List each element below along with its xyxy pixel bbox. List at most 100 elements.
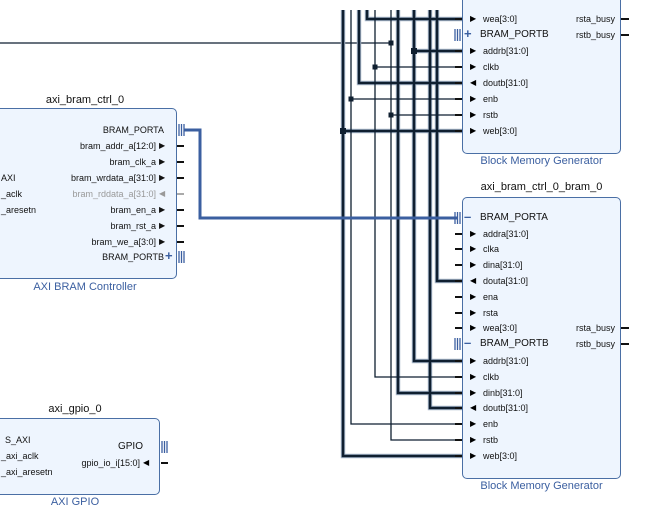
input-arrow-icon: ▶ [470,292,477,301]
bram-ctrl-pin[interactable]: BRAM_PORTA [102,125,164,135]
bram-top-pin[interactable]: rstb [483,110,499,120]
bram-ctrl-pin[interactable]: bram_addr_a[12:0] [79,141,156,151]
net-douta[interactable] [435,10,462,283]
input-arrow-icon: ▶ [470,244,477,253]
input-arrow-icon: ▶ [470,229,477,238]
net-addrb[interactable] [412,10,462,363]
minus-collapse-icon[interactable]: – [464,209,472,224]
input-arrow-icon: ◀ [143,458,150,467]
net-dinb[interactable] [396,10,462,395]
bram-top-pin[interactable]: rstb_busy [575,30,615,40]
input-arrow-icon: ▶ [470,323,477,332]
bram-0-pin[interactable]: wea[3:0] [483,323,518,333]
bram-0-pin[interactable]: rsta [483,308,499,318]
bram-ctrl-pin[interactable]: bram_rddata_a[31:0] [72,189,156,199]
bram-ctrl-pin[interactable]: bram_rst_a [110,221,156,231]
junction-dot [340,128,346,134]
input-arrow-icon: ▶ [470,110,477,119]
bram-ctrl-pin-aresetn[interactable]: _aresetn [1,205,37,215]
output-arrow-icon: ▶ [159,237,166,246]
bram-0-pin[interactable]: dinb[31:0] [483,388,523,398]
bram-0-pin[interactable]: web[3:0] [483,451,518,461]
output-arrow-icon: ▶ [159,205,166,214]
junction-dot [348,96,354,102]
bram-0-pin[interactable]: BRAM_PORTA [480,212,548,223]
bram-ctrl-pin[interactable]: bram_clk_a [109,157,156,167]
bram-ctrl-pin-s-axi[interactable]: AXI [1,173,16,183]
bram-0-pin[interactable]: rstb_busy [575,339,615,349]
input-arrow-icon: ▶ [470,46,477,55]
net-doutb[interactable] [428,10,462,410]
minus-collapse-icon[interactable]: – [464,335,472,350]
gpio-block[interactable]: S_AXI _axi_aclk _axi_aresetn [0,418,160,495]
bram-0-pin[interactable]: clka [483,244,500,254]
bram-top-pin[interactable]: web[3:0] [483,126,518,136]
output-arrow-icon: ▶ [159,157,166,166]
bram-0-pin[interactable]: douta[31:0] [483,276,529,286]
bram-ctrl-block[interactable]: AXI _aclk _aresetn [0,108,177,279]
bram-top-block[interactable] [462,0,621,154]
bram-0-ip-name: Block Memory Generator [480,480,603,492]
net-wea-top[interactable] [365,10,462,21]
input-arrow-icon: ▶ [470,94,477,103]
bram-0-pin[interactable]: rstb [483,435,499,445]
input-arrow-icon: ◀ [159,189,166,198]
net-clkb[interactable] [374,10,462,378]
bram-0-pin[interactable]: BRAM_PORTB [480,338,549,349]
input-arrow-icon: ▶ [470,388,477,397]
gpio-pin-aresetn[interactable]: _axi_aresetn [1,467,53,477]
junction-dot [388,112,394,118]
bram-ctrl-pin-aclk[interactable]: _aclk [1,189,23,199]
input-arrow-icon: ▶ [470,372,477,381]
bram-top-pin[interactable]: BRAM_PORTB [480,29,549,40]
gpio-instance-name: axi_gpio_0 [48,403,102,415]
net-web[interactable] [341,10,462,458]
output-arrow-icon: ◀ [470,403,477,412]
junction-dot [372,64,378,70]
input-arrow-icon: ▶ [470,419,477,428]
gpio-ip-name: AXI GPIO [50,496,100,508]
bram-ctrl-pin[interactable]: bram_wrdata_a[31:0] [70,173,156,183]
junction-dot [411,48,417,54]
bram-0-pin[interactable]: clkb [483,372,500,382]
bram-0-pin[interactable]: dina[31:0] [483,260,523,270]
output-arrow-icon: ▶ [159,141,166,150]
output-arrow-icon: ◀ [470,78,477,87]
plus-expand-icon[interactable]: + [165,248,173,263]
bram-0-instance-name: axi_bram_ctrl_0_bram_0 [480,181,603,193]
bram-0-pin[interactable]: addrb[31:0] [483,356,529,366]
bram-0-pin[interactable]: addra[31:0] [483,229,529,239]
bram-0-pin[interactable]: enb [483,419,499,429]
gpio-pin-aclk[interactable]: _axi_aclk [1,451,39,461]
net-doutb-top[interactable] [357,10,462,85]
input-arrow-icon: ▶ [470,62,477,71]
gpio-pin-s-axi[interactable]: S_AXI [5,435,31,445]
bram-0-block[interactable] [462,197,621,479]
bram-ctrl-instance-name: axi_bram_ctrl_0 [45,94,125,106]
bram-top-ip-name: Block Memory Generator [480,155,603,167]
junction-dot [388,40,394,46]
bram-ctrl-pin[interactable]: BRAM_PORTB [102,252,164,262]
bram-top-pin[interactable]: clkb [483,62,500,72]
input-arrow-icon: ▶ [470,126,477,135]
bram-0-pin[interactable]: rsta_busy [575,323,615,333]
plus-expand-icon[interactable]: + [464,26,472,41]
net-rstb[interactable] [390,10,462,441]
bram-top-pin[interactable]: doutb[31:0] [483,78,529,88]
gpio-pin[interactable]: GPIO [117,441,143,452]
bram-ctrl-pin[interactable]: bram_we_a[3:0] [91,237,156,247]
net-bram-porta[interactable] [184,128,458,220]
output-arrow-icon: ▶ [159,221,166,230]
input-arrow-icon: ▶ [470,14,477,23]
bram-top-pin[interactable]: rsta_busy [575,14,615,24]
bram-top-pin[interactable]: addrb[31:0] [483,46,529,56]
bram-top-pin[interactable]: wea[3:0] [483,14,518,24]
gpio-pin[interactable]: gpio_io_i[15:0] [81,458,140,468]
bram-top-pin[interactable]: enb [483,94,499,104]
net-enb[interactable] [350,10,462,425]
bram-0-pin[interactable]: ena [483,292,499,302]
bram-0-pin[interactable]: doutb[31:0] [483,403,529,413]
bram-ctrl-pin[interactable]: bram_en_a [110,205,156,215]
